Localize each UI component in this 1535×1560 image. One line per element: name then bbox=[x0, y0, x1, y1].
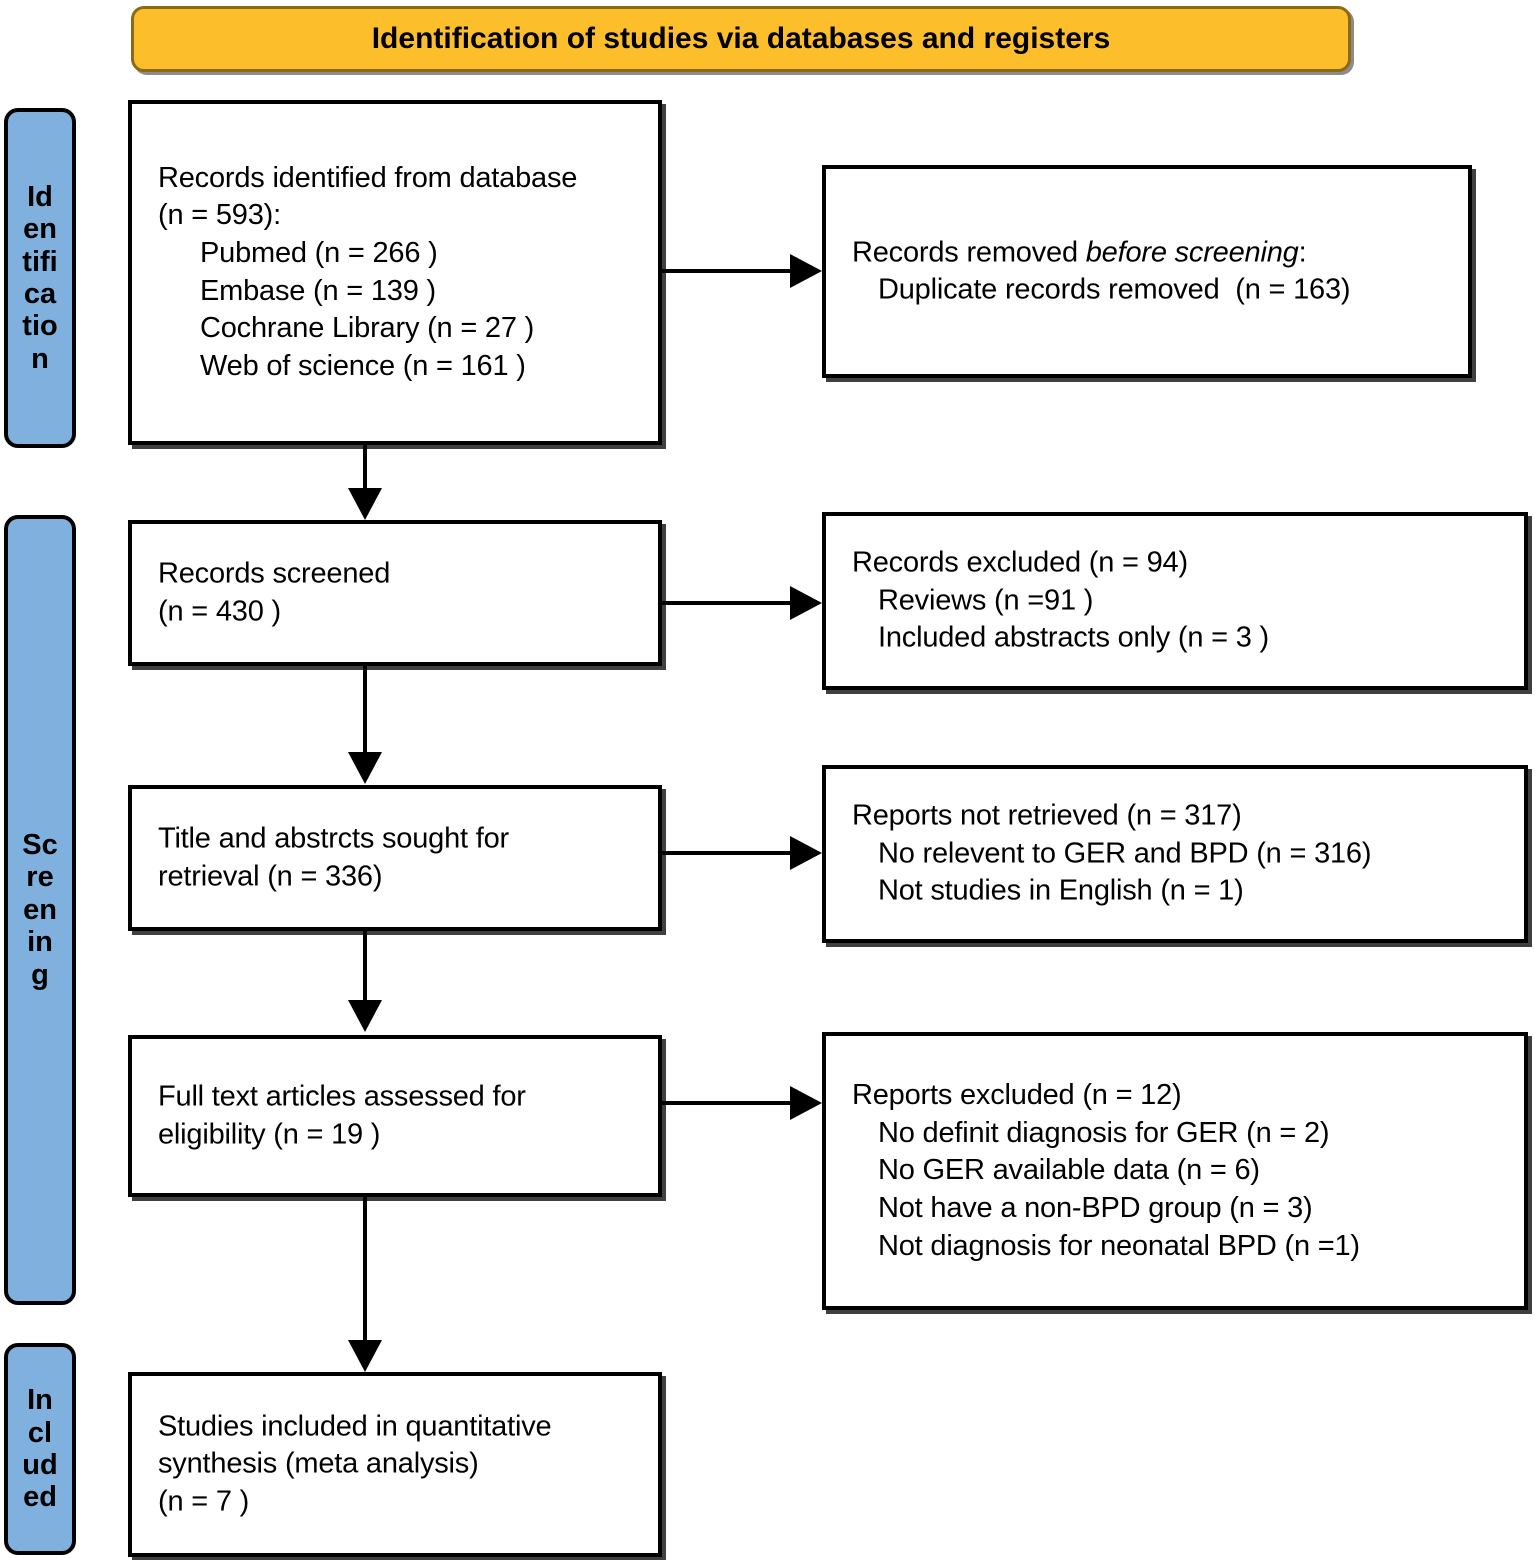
full-text-line-2: eligibility (n = 19 ) bbox=[158, 1118, 381, 1150]
records-removed-prefix: Records removed bbox=[852, 235, 1086, 268]
full-text-line-1: Full text articles assessed for bbox=[158, 1080, 526, 1113]
studies-included-line-2: synthesis (meta analysis) bbox=[158, 1447, 479, 1480]
studies-included-box: Studies included in quantitative synthes… bbox=[128, 1372, 662, 1557]
records-excluded-line-1: Records excluded (n = 94) bbox=[852, 546, 1188, 579]
reports-not-retrieved-not-english: Not studies in English (n = 1) bbox=[878, 874, 1244, 907]
connector-identified-to-screened bbox=[363, 445, 367, 493]
title-abstracts-line-1: Title and abstrcts sought for bbox=[158, 822, 509, 855]
records-removed-line-1: Records removed before screening: bbox=[852, 234, 1456, 272]
records-excluded-box: Records excluded (n = 94) Reviews (n =91… bbox=[822, 512, 1528, 690]
reports-not-retrieved-box: Reports not retrieved (n = 317) No relev… bbox=[822, 765, 1528, 943]
records-removed-duplicates: Duplicate records removed (n = 163) bbox=[878, 273, 1351, 306]
arrow-sought-to-fulltext bbox=[348, 1000, 382, 1032]
records-removed-italic-phrase: before screening bbox=[1085, 235, 1299, 268]
reports-not-retrieved-line-1: Reports not retrieved (n = 317) bbox=[852, 799, 1242, 832]
stage-label-included-text: Included bbox=[22, 1384, 58, 1514]
records-identified-line-1: Records identified from database bbox=[158, 161, 578, 194]
arrow-screened-to-excluded bbox=[790, 586, 822, 620]
connector-fulltext-to-excluded bbox=[662, 1101, 794, 1105]
records-identified-line-2: (n = 593): bbox=[158, 199, 281, 232]
studies-included-line-3: (n = 7 ) bbox=[158, 1485, 250, 1518]
arrow-identified-to-screened bbox=[348, 488, 382, 520]
records-excluded-abstracts: Included abstracts only (n = 3 ) bbox=[878, 621, 1269, 654]
records-excluded-reviews: Reviews (n =91 ) bbox=[878, 584, 1094, 617]
reports-excluded-no-definite-dx: No definit diagnosis for GER (n = 2) bbox=[878, 1116, 1330, 1149]
arrow-fulltext-to-excluded bbox=[790, 1086, 822, 1120]
reports-not-retrieved-no-relevant: No relevent to GER and BPD (n = 316) bbox=[878, 837, 1372, 870]
connector-screened-to-sought-stem bbox=[363, 666, 367, 758]
records-screened-line-1: Records screened bbox=[158, 557, 391, 590]
records-identified-source-wos: Web of science (n = 161 ) bbox=[200, 349, 526, 382]
records-identified-box: Records identified from database (n = 59… bbox=[128, 100, 662, 445]
reports-excluded-box: Reports excluded (n = 12) No definit dia… bbox=[822, 1032, 1528, 1310]
studies-included-line-1: Studies included in quantitative bbox=[158, 1409, 552, 1442]
stage-label-screening: Screening bbox=[4, 515, 76, 1305]
connector-screened-to-excluded bbox=[662, 601, 794, 605]
records-removed-suffix: : bbox=[1298, 235, 1307, 268]
arrow-identified-to-removed bbox=[790, 254, 822, 288]
stage-label-included: Included bbox=[4, 1343, 76, 1555]
records-screened-line-2: (n = 430 ) bbox=[158, 595, 281, 627]
connector-sought-to-not-retrieved bbox=[662, 851, 794, 855]
reports-excluded-no-control-group: Not have a non-BPD group (n = 3) bbox=[878, 1191, 1313, 1224]
records-identified-source-cochrane: Cochrane Library (n = 27 ) bbox=[200, 312, 535, 345]
banner-title: Identification of studies via databases … bbox=[371, 22, 1111, 55]
stage-label-identification: Identification bbox=[4, 108, 76, 448]
diagram-header-banner: Identification of studies via databases … bbox=[131, 6, 1351, 72]
stage-label-screening-text: Screening bbox=[22, 828, 58, 991]
records-identified-source-embase: Embase (n = 139 ) bbox=[200, 274, 436, 307]
records-removed-box: Records removed before screening: Duplic… bbox=[822, 165, 1472, 378]
connector-fulltext-to-included bbox=[363, 1197, 367, 1349]
records-identified-source-pubmed: Pubmed (n = 266 ) bbox=[200, 236, 438, 269]
records-screened-box: Records screened (n = 430 ) bbox=[128, 520, 662, 666]
reports-excluded-no-data: No GER available data (n = 6) bbox=[878, 1154, 1260, 1187]
arrow-fulltext-to-included bbox=[348, 1340, 382, 1372]
stage-label-identification-text: Identification bbox=[22, 180, 58, 375]
full-text-assessed-box: Full text articles assessed for eligibil… bbox=[128, 1035, 662, 1197]
reports-excluded-line-1: Reports excluded (n = 12) bbox=[852, 1078, 1182, 1111]
title-abstracts-line-2: retrieval (n = 336) bbox=[158, 860, 383, 892]
connector-identified-to-removed bbox=[662, 269, 794, 273]
title-abstracts-sought-box: Title and abstrcts sought for retrieval … bbox=[128, 785, 662, 931]
arrow-sought-to-not-retrieved bbox=[790, 836, 822, 870]
connector-sought-to-fulltext bbox=[363, 931, 367, 1003]
reports-excluded-no-neonatal-bpd: Not diagnosis for neonatal BPD (n =1) bbox=[878, 1229, 1360, 1262]
